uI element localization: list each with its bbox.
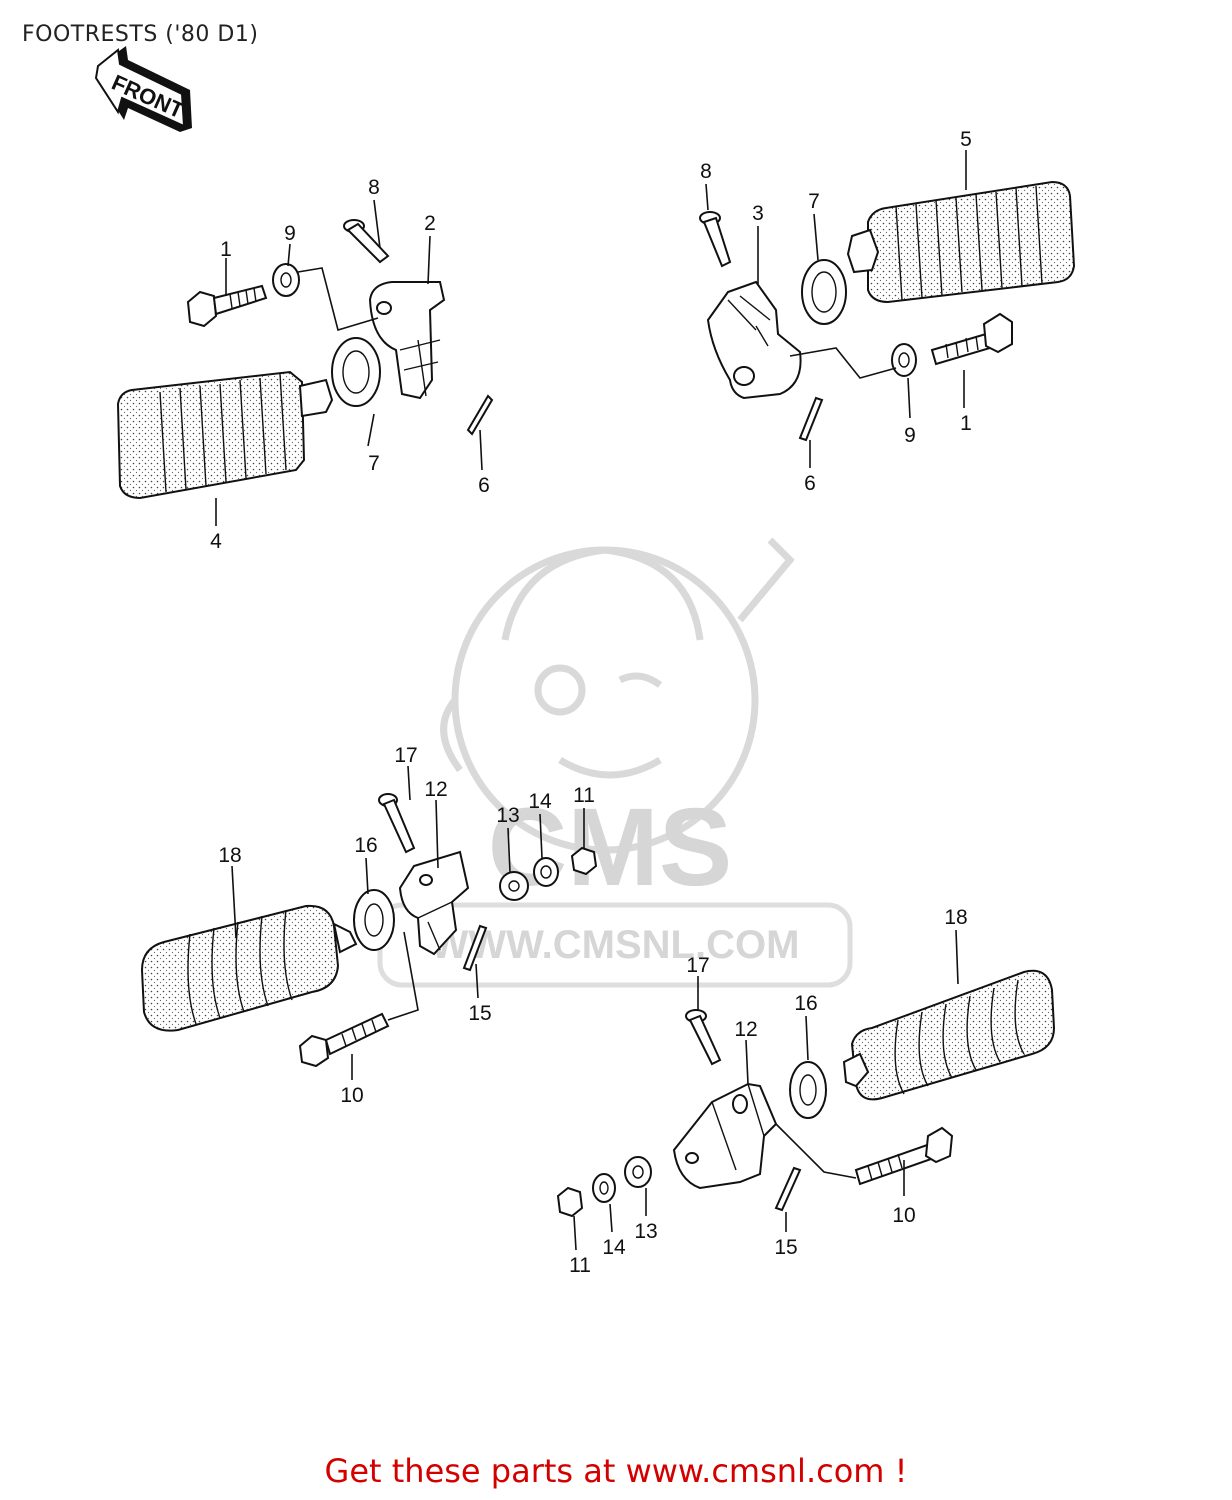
- callout-1: 1: [220, 238, 232, 261]
- assembly-lower-left: 17 12 16 18 13 14 11 15 10: [140, 744, 598, 1107]
- pin-part: [378, 793, 416, 854]
- cotter-pin-part: [798, 396, 824, 442]
- cotter-pin-part: [774, 1166, 802, 1212]
- washer-part: [272, 263, 300, 297]
- washer-part: [331, 337, 381, 407]
- front-arrow-icon: FRONT: [94, 46, 192, 132]
- callout-10: 10: [340, 1084, 363, 1107]
- washer-part: [801, 259, 847, 325]
- lock-washer-part: [592, 1173, 616, 1203]
- callout-8: 8: [368, 176, 380, 199]
- callout-6: 6: [804, 472, 816, 495]
- callout-12: 12: [734, 1018, 757, 1041]
- get-parts-link[interactable]: Get these parts at www.cmsnl.com !: [324, 1452, 908, 1490]
- callout-18: 18: [218, 844, 241, 867]
- callout-8: 8: [700, 160, 712, 183]
- callout-15: 15: [468, 1002, 491, 1025]
- footrest-rubber-part: [140, 904, 358, 1032]
- bolt-part: [930, 312, 1013, 366]
- callout-15: 15: [774, 1236, 797, 1259]
- callout-13: 13: [496, 804, 519, 827]
- pin-part: [699, 211, 732, 268]
- callout-7: 7: [808, 190, 820, 213]
- callout-11: 11: [569, 1254, 591, 1277]
- cotter-pin-part: [466, 394, 494, 436]
- callout-4: 4: [210, 530, 222, 553]
- washer-part: [891, 343, 917, 377]
- callout-16: 16: [354, 834, 377, 857]
- bolt-part: [186, 284, 268, 328]
- footrest-rubber-part: [842, 969, 1056, 1101]
- callout-17: 17: [686, 954, 709, 977]
- bolt-part: [298, 1012, 390, 1068]
- pin-part: [343, 219, 390, 264]
- callout-11: 11: [573, 784, 595, 807]
- bracket-part: [398, 850, 470, 956]
- assembly-upper-left: 1 9 8 2 7 6 4: [116, 176, 494, 553]
- callout-13: 13: [634, 1220, 657, 1243]
- callout-18: 18: [944, 906, 967, 929]
- bracket-part: [672, 1082, 778, 1190]
- callout-12: 12: [424, 778, 447, 801]
- nut-part: [570, 846, 598, 876]
- lock-washer-part: [533, 857, 559, 887]
- bracket-part: [706, 280, 802, 400]
- washer-part: [789, 1061, 827, 1119]
- callout-5: 5: [960, 128, 972, 151]
- assembly-upper-right: 8 3 7 5 9 1 6: [699, 128, 1076, 495]
- bolt-part: [854, 1126, 954, 1186]
- callout-1: 1: [960, 412, 972, 435]
- callout-7: 7: [368, 452, 380, 475]
- callout-14: 14: [528, 790, 552, 813]
- washer-part: [499, 871, 529, 901]
- callout-9: 9: [904, 424, 916, 447]
- mascot-watermark-icon: [440, 537, 795, 854]
- page-title: FOOTRESTS ('80 D1): [22, 22, 259, 47]
- watermark-url: WWW.CMSNL.COM: [431, 923, 800, 967]
- washer-part: [624, 1156, 652, 1188]
- callout-9: 9: [284, 222, 296, 245]
- footrest-rubber-part: [116, 370, 334, 500]
- assembly-lower-right: 17 12 16 18 10 15 13 14 11: [556, 906, 1056, 1277]
- callout-17: 17: [394, 744, 417, 767]
- callout-2: 2: [424, 212, 436, 235]
- bracket-part: [368, 281, 446, 400]
- pin-part: [685, 1009, 722, 1066]
- washer-part: [353, 889, 395, 951]
- callout-6: 6: [478, 474, 490, 497]
- cotter-pin-part: [462, 924, 488, 972]
- callout-16: 16: [794, 992, 817, 1015]
- callout-3: 3: [752, 202, 764, 225]
- nut-part: [556, 1186, 584, 1218]
- callout-14: 14: [602, 1236, 626, 1259]
- footrest-rubber-part: [846, 180, 1076, 304]
- callout-10: 10: [892, 1204, 915, 1227]
